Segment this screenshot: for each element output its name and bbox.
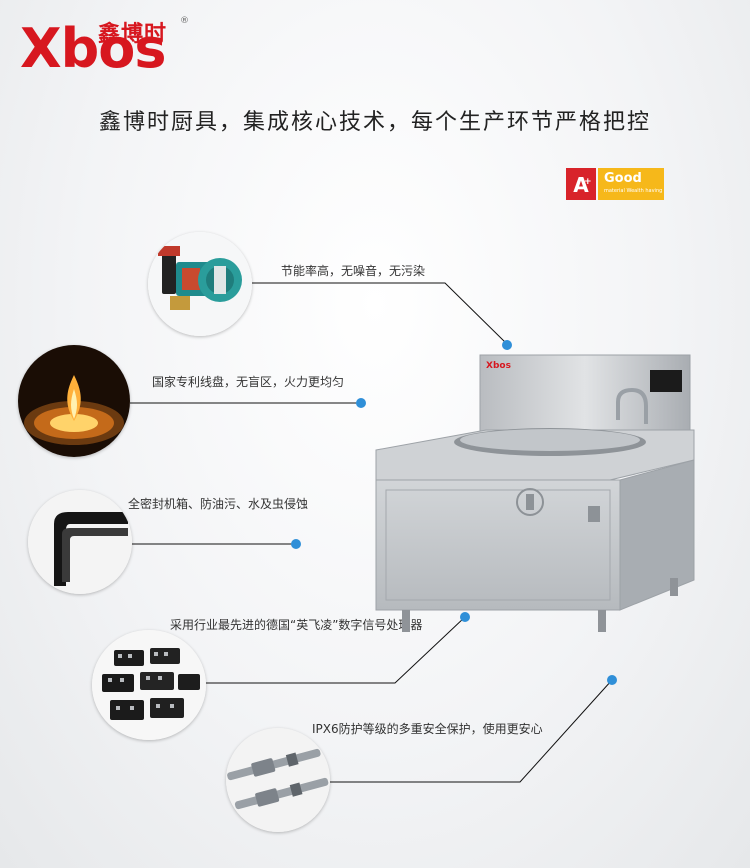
callout-dot-2 <box>356 398 366 408</box>
callout-dot-4 <box>460 612 470 622</box>
good-badge: Good material Wealth having <box>598 168 664 200</box>
good-sub-label: material Wealth having <box>604 188 663 194</box>
grade-letter: A <box>573 173 589 197</box>
stove-illustration <box>375 354 695 632</box>
rubber-seal-icon <box>28 490 132 594</box>
callout-dot-1 <box>502 340 512 350</box>
callout-dot-3 <box>291 539 301 549</box>
feature-text-3: 全密封机箱、防油污、水及虫侵蚀 <box>128 497 309 511</box>
grade-plus: + <box>584 177 592 187</box>
stove-front-logo: Xbos <box>486 361 511 371</box>
control-display <box>650 370 682 392</box>
page-headline: 鑫博时厨具，集成核心技术，每个生产环节严格把控 <box>98 110 651 135</box>
feature-text-2: 国家专利线盘，无盲区，火力更均匀 <box>152 375 345 389</box>
water-pump-icon <box>148 232 252 336</box>
quality-badge: A+ Good material Wealth having <box>566 168 664 200</box>
igbt-modules-icon <box>92 630 206 740</box>
logo-wordmark: Xbos <box>20 17 167 80</box>
callout-line-1 <box>248 282 508 345</box>
feature-text-4: 采用行业最先进的德国“英飞凌”数字信号处理器 <box>170 618 423 632</box>
good-label: Good <box>604 171 642 186</box>
brand-logo: Xbos 鑫博时 ® <box>20 12 190 82</box>
callout-line-4 <box>205 616 466 684</box>
feature-text-1: 节能率高，无噪音，无污染 <box>281 264 426 278</box>
callout-line-5 <box>328 679 613 783</box>
sensor-probes-icon <box>226 728 330 832</box>
grade-a-badge: A+ <box>566 168 596 200</box>
logo-cn-name: 鑫博时 <box>98 22 168 47</box>
feature-text-5: IPX6防护等级的多重安全保护，使用更安心 <box>312 722 543 736</box>
flame-coil-icon <box>18 345 130 457</box>
callout-dot-5 <box>607 675 617 685</box>
registered-mark: ® <box>180 16 189 26</box>
